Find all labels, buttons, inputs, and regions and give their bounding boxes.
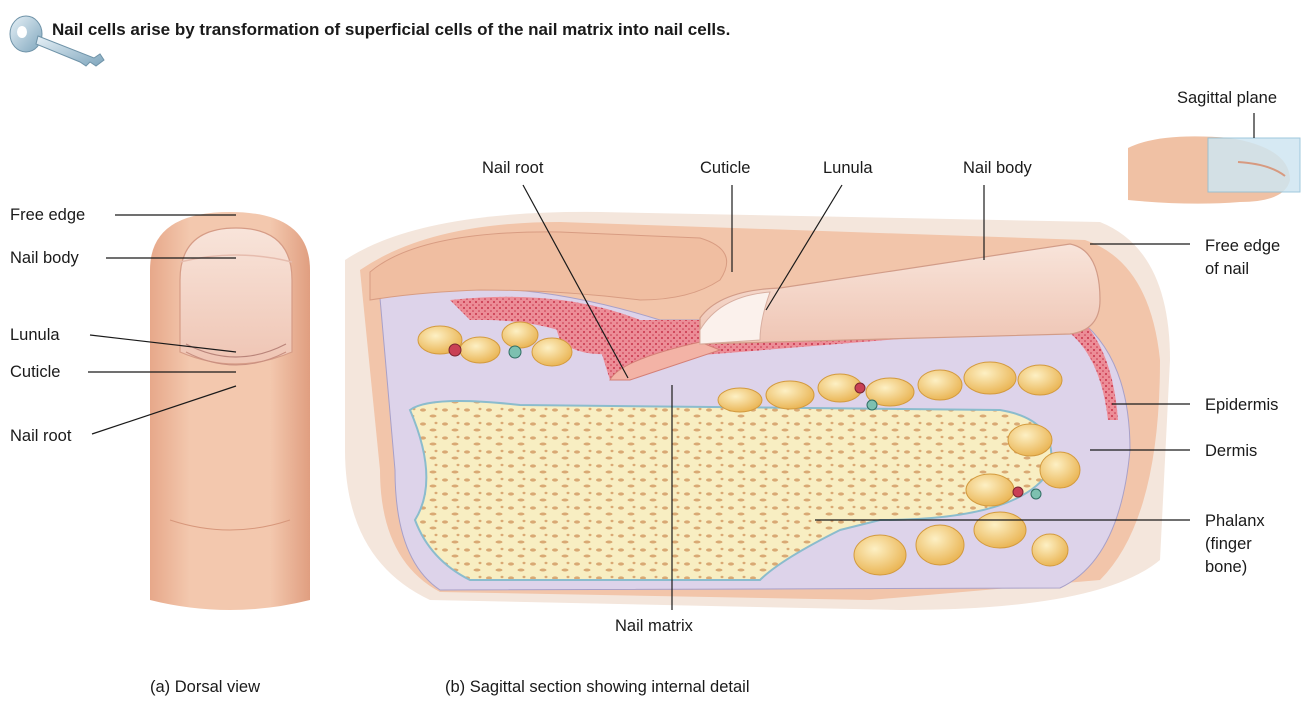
caption-dorsal-view: (a) Dorsal view [150,678,260,697]
sagittal-section [345,212,1170,610]
sagittal-label-nail-root: Nail root [482,158,543,178]
dorsal-label-cuticle: Cuticle [10,362,60,382]
sagittal-label-nail-body: Nail body [963,158,1032,178]
sagittal-label-phalanx-line2: (finger [1205,534,1252,554]
dorsal-label-free-edge: Free edge [10,205,85,225]
sagittal-label-free-edge-line1: Free edge [1205,236,1280,256]
dorsal-label-lunula: Lunula [10,325,60,345]
sagittal-label-nail-matrix: Nail matrix [615,616,693,636]
sagittal-label-dermis: Dermis [1205,441,1257,461]
inset-label-sagittal-plane: Sagittal plane [1177,88,1277,108]
sagittal-label-phalanx-line1: Phalanx [1205,511,1265,531]
caption-sagittal-section: (b) Sagittal section showing internal de… [445,678,750,697]
inset-sagittal-plane [1128,136,1300,203]
dorsal-label-nail-body: Nail body [10,248,79,268]
sagittal-label-phalanx-line3: bone) [1205,557,1247,577]
sagittal-label-lunula: Lunula [823,158,873,178]
dorsal-finger [150,212,310,610]
sagittal-label-cuticle: Cuticle [700,158,750,178]
sagittal-label-free-edge-line2: of nail [1205,259,1249,279]
dorsal-label-nail-root: Nail root [10,426,71,446]
sagittal-label-epidermis: Epidermis [1205,395,1278,415]
